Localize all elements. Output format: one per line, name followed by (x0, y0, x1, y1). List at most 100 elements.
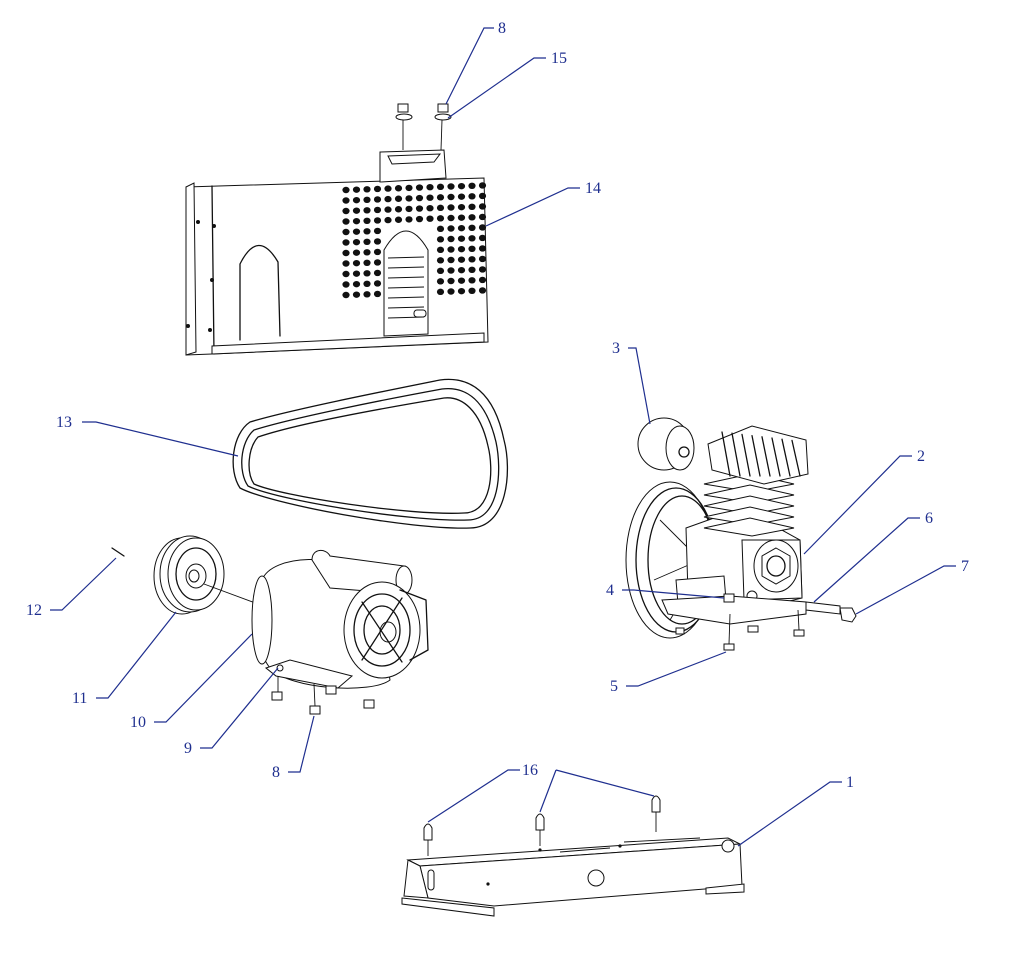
vent-hole (478, 224, 487, 231)
vent-hole (373, 185, 382, 193)
vent-hole (457, 277, 466, 284)
vent-hole (426, 205, 434, 212)
callout-16: 16 (522, 762, 538, 779)
vent-hole (478, 234, 487, 242)
vent-hole (405, 195, 413, 202)
vent-hole (405, 205, 413, 213)
vent-hole (436, 288, 445, 296)
vent-hole (342, 270, 350, 278)
vent-hole (436, 204, 445, 212)
vent-hole (436, 236, 445, 243)
vent-hole (447, 277, 455, 285)
head-fin (751, 434, 761, 477)
vent-hole (352, 270, 361, 277)
louvre-line (387, 306, 425, 309)
vent-hole (373, 269, 382, 277)
vent-grille (342, 182, 487, 299)
vent-hole (447, 288, 455, 295)
vent-hole (405, 216, 413, 223)
base-frame-part (401, 795, 745, 917)
vent-hole (468, 224, 476, 231)
leader-8-top (445, 27, 494, 105)
callout-13: 13 (56, 414, 72, 431)
vent-hole (436, 278, 445, 285)
callout-2: 2 (917, 448, 925, 465)
vent-hole (468, 277, 476, 284)
head-fin (771, 437, 781, 477)
vent-hole (352, 186, 361, 193)
vent-hole (342, 218, 350, 225)
vent-hole (363, 259, 371, 266)
vent-hole (457, 245, 466, 253)
vent-hole (384, 206, 392, 213)
louvre-line (387, 296, 425, 299)
callout-7: 7 (961, 558, 969, 575)
vent-hole (373, 290, 382, 298)
leader-1 (737, 781, 842, 847)
leader-16-b (539, 769, 557, 813)
callout-10: 10 (130, 714, 146, 731)
vent-hole (415, 194, 424, 202)
callout-6: 6 (925, 510, 933, 527)
vent-hole (352, 228, 361, 235)
vent-hole (363, 238, 371, 245)
leader-7 (855, 565, 956, 615)
callout-14: 14 (585, 180, 601, 197)
vent-hole (352, 238, 361, 246)
leader-4 (622, 589, 725, 599)
vent-hole (363, 207, 371, 214)
vent-hole (447, 267, 455, 274)
head-fin (791, 439, 801, 477)
motor-part (203, 550, 429, 715)
vent-hole (447, 246, 455, 253)
vent-hole (363, 280, 371, 287)
vent-hole (394, 185, 403, 192)
head-fin (781, 438, 791, 477)
vent-hole (342, 281, 350, 288)
callout-5: 5 (610, 678, 618, 695)
leader-6 (813, 517, 920, 603)
belt-guard-part (185, 149, 489, 356)
vent-hole (468, 245, 476, 252)
louvre-line (387, 276, 425, 279)
cylinder-fin (703, 517, 795, 537)
vent-hole (457, 235, 466, 242)
callout-9: 9 (184, 740, 192, 757)
vent-hole (352, 196, 361, 204)
vent-hole (436, 246, 445, 254)
vent-hole (342, 207, 350, 215)
leader-10 (154, 633, 253, 723)
louvre-line (387, 256, 425, 259)
vent-hole (436, 267, 445, 275)
vent-hole (436, 225, 445, 233)
vent-hole (468, 214, 476, 221)
callout-4: 4 (606, 582, 614, 599)
vent-hole (447, 214, 455, 222)
vent-hole (373, 259, 382, 266)
vent-hole (457, 224, 466, 232)
vent-hole (478, 266, 487, 273)
vent-hole (384, 195, 392, 203)
leader-15 (447, 57, 546, 119)
vent-hole (426, 194, 434, 201)
vent-hole (457, 193, 466, 200)
callout-1: 1 (846, 774, 854, 791)
vent-hole (363, 228, 371, 235)
compressor-pump-part (625, 417, 857, 651)
leader-16-c (555, 769, 655, 797)
vent-hole (394, 216, 403, 223)
vent-hole (363, 291, 371, 298)
vent-hole (373, 280, 382, 287)
vent-hole (478, 276, 487, 284)
leader-2 (803, 455, 912, 555)
vent-hole (342, 239, 350, 246)
vent-hole (457, 182, 466, 190)
leader-5 (626, 651, 727, 687)
vent-hole (457, 287, 466, 295)
vent-hole (342, 197, 350, 204)
vent-hole (457, 256, 466, 263)
vent-hole (468, 193, 476, 200)
vent-hole (426, 184, 434, 191)
vent-hole (447, 183, 455, 190)
vent-hole (468, 182, 476, 189)
